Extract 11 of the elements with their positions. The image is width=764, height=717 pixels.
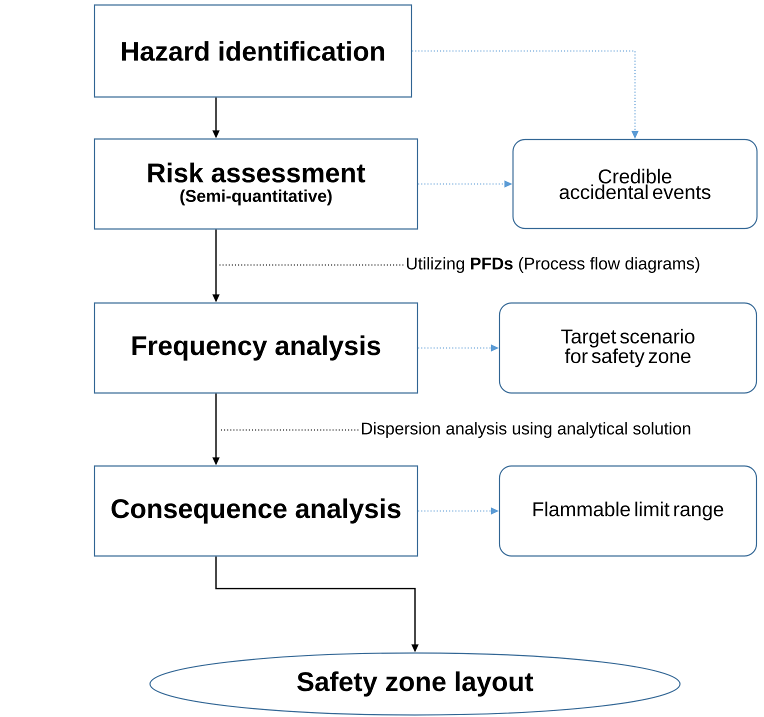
- annotation-text: Dispersion analysis using analytical solution: [362, 422, 690, 438]
- process-box: Hazard identification: [94, 4, 412, 98]
- leader-line: [219, 264, 404, 266]
- result-box: Target scenario for safety zone: [498, 302, 758, 394]
- result-box: Credible accidental events: [512, 138, 758, 230]
- process-box: Frequency analysis: [94, 302, 418, 394]
- process-box: Consequence analysis: [94, 465, 418, 557]
- result-box: Flammable limit range: [498, 465, 758, 557]
- leader-line: [219, 429, 358, 431]
- annotation-text: Utilizing PFDs (Process flow diagrams): [406, 257, 700, 273]
- process-box: Risk assessment (Semi-quantitative): [94, 138, 418, 230]
